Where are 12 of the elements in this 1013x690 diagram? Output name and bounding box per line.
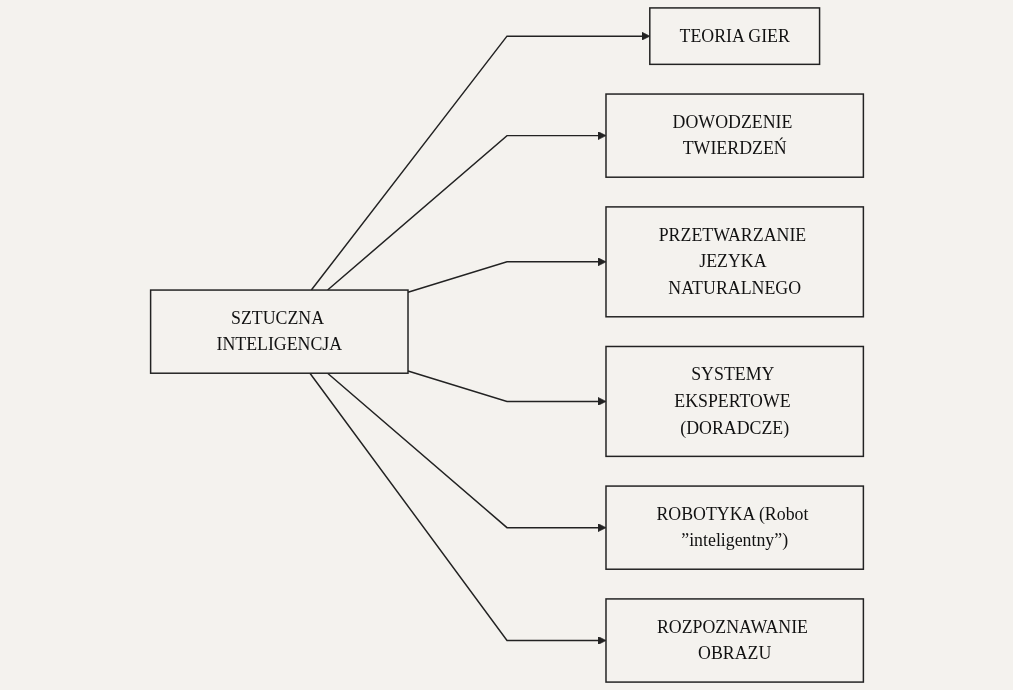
arrow [406,370,606,406]
node-box: DOWODZENIE TWIERDZEŃ [604,93,864,178]
arrow [310,31,650,291]
node-box: ROZPOZNAWANIE OBRAZU [604,598,864,683]
arrow [326,372,606,532]
node-box: ROBOTYKA (Robot ”inteligentny”) [604,485,864,570]
node-box: SYSTEMY EKSPERTOWE (DORADCZE) [604,345,864,458]
node-box: TEORIA GIER [648,7,820,66]
node-box: PRZETWARZANIE JEZYKA NATURALNEGO [604,206,864,318]
node-box: SZTUCZNA INTELIGENCJA [149,289,409,374]
arrow [326,131,606,291]
arrow [308,372,606,645]
